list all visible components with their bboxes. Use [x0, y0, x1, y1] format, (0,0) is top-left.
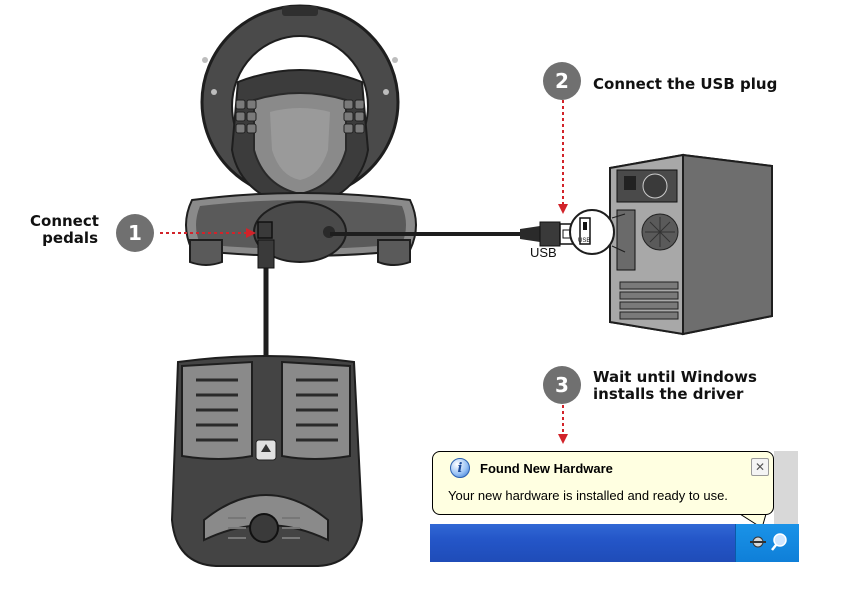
tray-search-icon[interactable] — [771, 533, 787, 551]
step-3-badge: 3 — [543, 366, 581, 404]
steering-wheel — [185, 4, 417, 266]
tray-hardware-icon[interactable] — [750, 536, 766, 548]
notification-balloon[interactable]: i Found New Hardware ✕ Your new hardware… — [432, 451, 774, 515]
step-1-text: Connect pedals — [30, 212, 99, 247]
close-icon[interactable]: ✕ — [751, 458, 769, 476]
step-2-text: Connect the USB plug — [593, 75, 778, 93]
step-2-badge: 2 — [543, 62, 581, 100]
notification-title: Found New Hardware — [480, 461, 613, 476]
step-3-text: Wait until Windows installs the driver — [593, 369, 757, 403]
step-1-line2: pedals — [42, 229, 98, 247]
pedal-plug — [257, 239, 275, 269]
step-1-badge: 1 — [116, 214, 154, 252]
tray-icons — [750, 533, 787, 551]
pc-tower — [569, 153, 773, 336]
usb-cable-label: USB — [530, 245, 557, 260]
step-arrows — [160, 100, 564, 435]
info-icon: i — [450, 458, 470, 478]
system-tray[interactable] — [735, 524, 799, 562]
step-3-line1: Wait until Windows — [593, 368, 757, 386]
notification-message: Your new hardware is installed and ready… — [448, 488, 728, 503]
step-1-line1: Connect — [30, 212, 99, 230]
usb-port-label: USB — [578, 238, 591, 244]
arrow-heads — [246, 204, 568, 444]
desktop-background — [774, 451, 798, 524]
pedals — [170, 355, 364, 567]
step-3-line2: installs the driver — [593, 385, 744, 403]
